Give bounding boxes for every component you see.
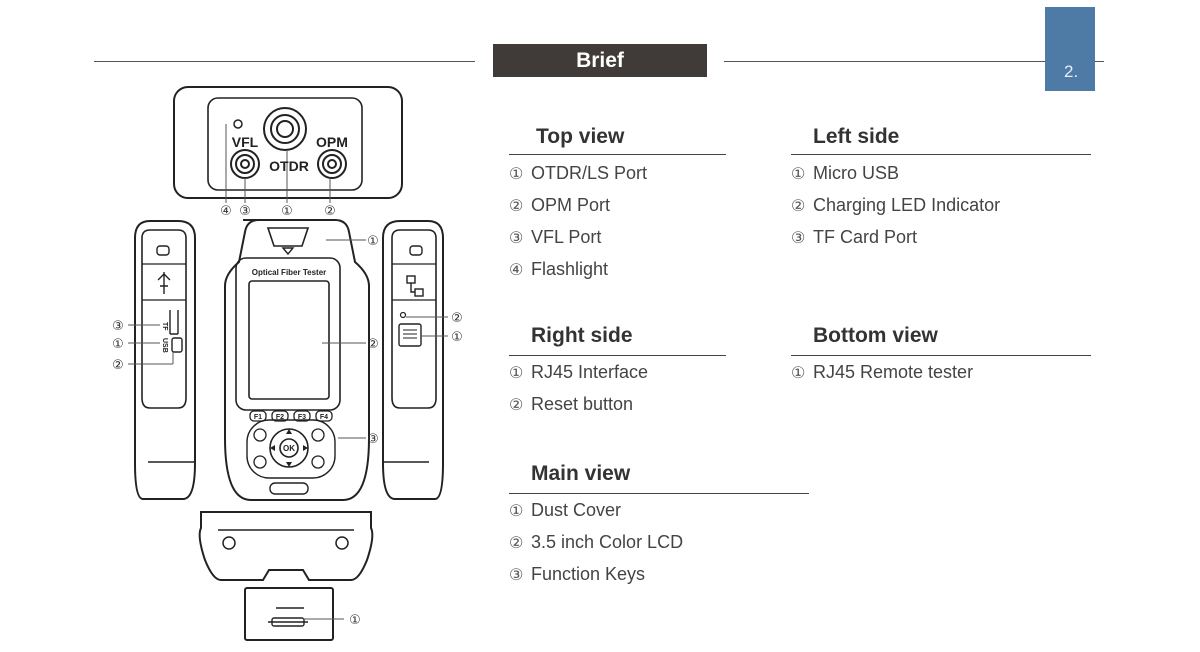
callout-right-1: ①: [451, 330, 463, 345]
right-side-title: Right side: [531, 324, 633, 347]
callout-left-3: ③: [112, 319, 124, 334]
callout-left-1: ①: [112, 337, 124, 352]
callout-main-3: ③: [367, 432, 379, 447]
page-title: Brief: [493, 44, 707, 77]
left-side-rule: [791, 154, 1091, 155]
fkey-2: F2: [276, 414, 284, 421]
opm-label: OPM: [316, 134, 348, 150]
otdr-label: OTDR: [269, 158, 309, 174]
header-rule-right: [724, 61, 1104, 62]
usb-label: USB: [161, 338, 168, 353]
top-view-drawing: [173, 86, 403, 203]
usb-icon: [157, 272, 171, 294]
ok-key-label: OK: [283, 444, 295, 453]
callout-top-3: ③: [239, 204, 251, 219]
left-side-title: Left side: [813, 125, 900, 148]
callout-top-4: ④: [220, 204, 232, 219]
callout-right-2: ②: [451, 311, 463, 326]
vfl-label: VFL: [232, 134, 259, 150]
page-number: 2.: [1064, 62, 1079, 81]
header-rule-left: [94, 61, 475, 62]
top-view-rule: [509, 154, 726, 155]
page-number-tab: 2.: [1045, 7, 1095, 91]
bottom-view-drawing: [198, 511, 374, 641]
callout-bottom-1: ①: [349, 613, 361, 628]
bottom-view-rule: [791, 355, 1091, 356]
right-side-rule: [509, 355, 726, 356]
callout-top-1: ①: [281, 204, 293, 219]
network-icon: [406, 275, 424, 297]
main-view-title: Main view: [531, 462, 631, 485]
fkey-1: F1: [254, 414, 262, 421]
top-view-title: Top view: [536, 125, 625, 148]
fkey-3: F3: [298, 414, 306, 421]
callout-main-2: ②: [367, 337, 379, 352]
screen-label: Optical Fiber Tester: [252, 268, 327, 277]
fkey-4: F4: [320, 414, 328, 421]
left-side-drawing: [128, 220, 196, 500]
main-view-rule: [509, 493, 809, 494]
bottom-view-title: Bottom view: [813, 324, 938, 347]
right-side-drawing: [382, 220, 448, 500]
callout-main-1: ①: [367, 234, 379, 249]
callout-top-2: ②: [324, 204, 336, 219]
tf-label: TF: [161, 322, 168, 331]
main-view-drawing: [224, 219, 370, 501]
callout-left-2: ②: [112, 358, 124, 373]
